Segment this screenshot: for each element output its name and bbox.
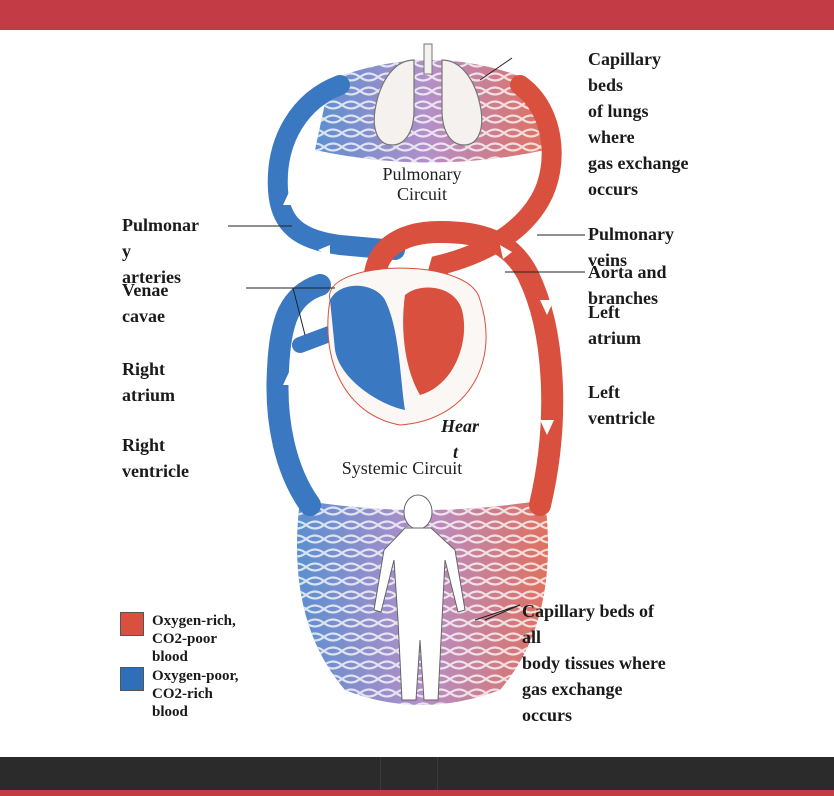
flow-arrows [283,190,554,435]
bottom-bar-segment [380,757,438,790]
leader-lines [228,57,585,621]
legend-oxygen-rich: Oxygen-rich, CO2-poor blood [120,612,236,666]
legend-swatch-blue [120,667,144,691]
label-heart: Hear t [441,416,479,462]
human-silhouette [373,494,466,701]
label-right-atrium: Right atrium [122,359,175,405]
label-right-ventricle: Right ventricle [122,435,189,481]
circulation-diagram [228,43,585,705]
label-venae-cavae: Venae cavae [122,280,169,326]
label-left-ventricle: Left ventricle [588,382,655,428]
bottom-bar [0,757,834,796]
lungs [373,43,483,146]
label-pulmonary-circuit: Pulmonary Circuit [382,164,462,204]
legend-oxygen-poor: Oxygen-poor, CO2-rich blood [120,667,239,721]
legend-swatch-red [120,612,144,636]
bottom-accent-line [0,790,834,796]
lung-capillary-bed [315,60,545,163]
label-pulmonary-arteries: Pulmonar y arteries [122,215,200,287]
heart [327,267,487,426]
label-capillary-body: Capillary beds of all body tissues where… [522,601,666,725]
top-accent-bar [0,0,834,30]
label-aorta: Aorta and branches [588,262,667,308]
label-systemic-circuit: Systemic Circuit [341,458,463,478]
label-capillary-lungs: Capillary beds of lungs where gas exchan… [588,49,689,199]
label-left-atrium: Left atrium [588,302,641,348]
label-pulmonary-veins: Pulmonary veins [588,224,675,270]
